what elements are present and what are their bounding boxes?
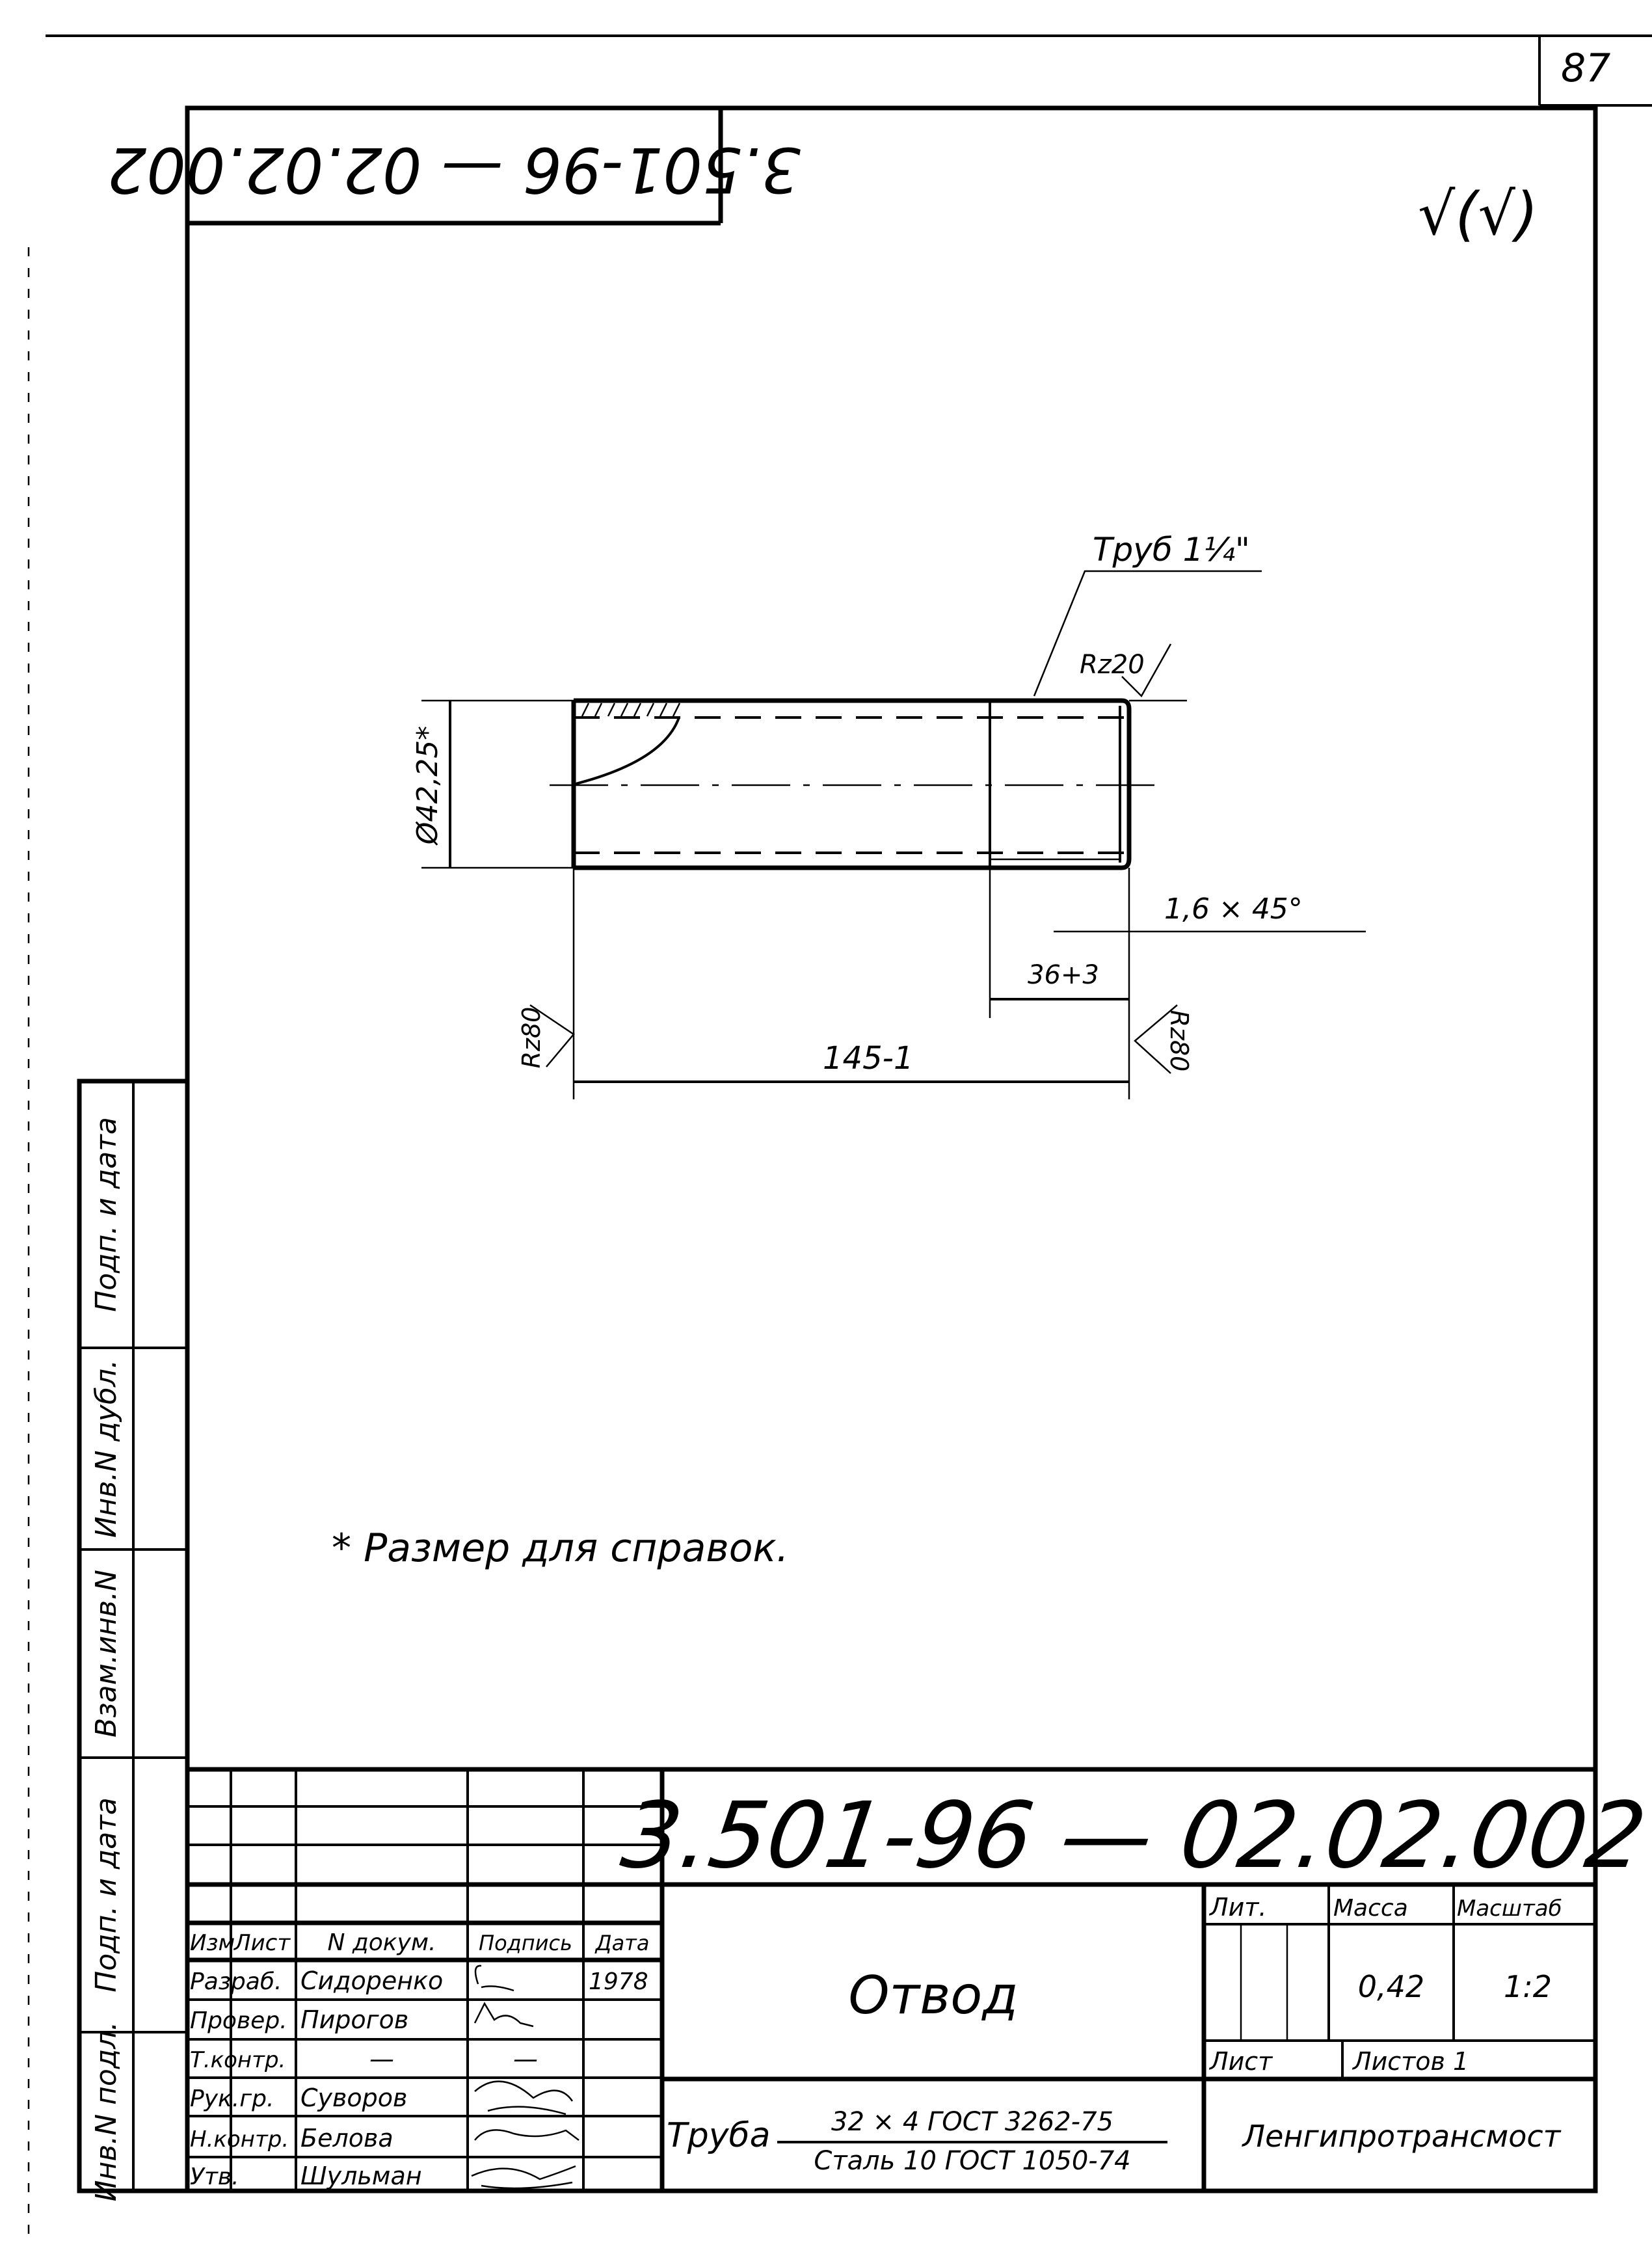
row-role: Н.контр. [190,2126,289,2153]
header-date: Дата [594,1931,650,1955]
diameter-dimension: Ø42,25* [411,699,574,869]
header-doc-number: N докум. [328,1929,436,1956]
row-role: Рук.гр. [190,2086,274,2112]
sheet-label: Лист [1208,2047,1273,2076]
page-number: 87 [1561,46,1610,91]
designation: 3.501-96 — 02.02.002 [616,1783,1652,1889]
row-name: Сидоренко [300,1966,443,1995]
pipe-drawing [550,698,1161,870]
roughness-rz80-left: Rz80 [517,1004,575,1069]
scale-label: Масштаб [1457,1896,1562,1922]
material-top: 32 × 4 ГОСТ 3262-75 [831,2107,1113,2137]
sheets-label: Листов 1 [1352,2047,1469,2076]
lit-label: Лит. [1208,1893,1267,1922]
side-strip: Инв.N подл. Подп. и дата Взам.инв.N Инв.… [77,1079,190,2202]
signature-row: Разраб. Сидоренко 1978 [190,1966,648,1995]
rotated-stamp: 3.501-96 — 02.02.002 [107,108,801,226]
material-prefix: Труба [667,2116,770,2155]
scale-value: 1:2 [1504,1969,1552,2004]
header-sheet: Лист [233,1930,291,1956]
signature-row: Н.контр. Белова [190,2124,393,2153]
roughness-rz80-right: Rz80 [1134,1004,1193,1074]
rz20-label: Rz20 [1080,650,1145,680]
rz80-left-label: Rz80 [517,1007,546,1069]
organization: Ленгипротрансмост [1242,2119,1562,2154]
reference-note: * Размер для справок. [332,1525,789,1571]
signature-row: Рук.гр. Суворов [190,2084,407,2112]
mass-value: 0,42 [1358,1969,1424,2004]
row-name: Шульман [300,2162,422,2190]
side-label-sign-date-2: Подп. и дата [90,1117,123,1312]
total-length-dimension: 145-1 [572,868,1129,1099]
total-length-label: 145-1 [823,1040,913,1077]
row-name: Белова [300,2124,393,2153]
page-number-box: 87 [1538,36,1652,107]
side-label-sign-date-1: Подп. и дата [90,1797,123,1992]
signature-row: Провер. Пирогов [190,2005,408,2034]
section-hatching [581,703,681,717]
side-label-inv-dup: Инв.N дубл. [90,1360,123,1538]
signature-row: Утв. Шульман [190,2162,422,2190]
pipe-callout: Труб 1¼" [1033,531,1262,697]
diameter-label: Ø42,25* [411,726,444,846]
roughness-rz20: Rz20 [1080,643,1187,702]
rz80-right-label: Rz80 [1165,1010,1193,1072]
row-role: Провер. [190,2007,287,2034]
row-name: — [369,2045,394,2073]
stamp-designation: 3.501-96 — 02.02.002 [107,133,801,205]
side-label-replace-inv: Взам.инв.N [90,1570,123,1737]
header-change: Изм [190,1930,235,1956]
row-role: Т.контр. [190,2047,286,2073]
side-label-inv-orig: Инв.N подл. [90,2022,123,2202]
pipe-callout-label: Труб 1¼" [1093,531,1250,569]
part-name: Отвод [849,1965,1019,2026]
row-role: Утв. [190,2164,239,2190]
signature-row: Т.контр. — — [190,2045,538,2073]
chamfer-label: 1,6 × 45° [1164,892,1303,926]
thread-length-dimension: 36+3 [989,868,1130,1099]
header-signature: Подпись [479,1931,572,1955]
title-block: 3.501-96 — 02.02.002 Изм Лист N докум. П… [187,1767,1652,2191]
material-bottom: Сталь 10 ГОСТ 1050-74 [814,2146,1130,2176]
roughness-mark: √(√) [1418,180,1538,248]
row-name: Суворов [300,2084,407,2112]
row-name: Пирогов [300,2005,408,2034]
handwritten-signatures [471,1965,580,2190]
thread-length-label: 36+3 [1028,960,1099,990]
row-role: Разраб. [190,1968,282,1995]
row-signature-dash: — [513,2045,538,2073]
row-date: 1978 [589,1968,648,1995]
mass-label: Масса [1333,1895,1408,1922]
chamfer-callout: 1,6 × 45° [1054,892,1366,933]
